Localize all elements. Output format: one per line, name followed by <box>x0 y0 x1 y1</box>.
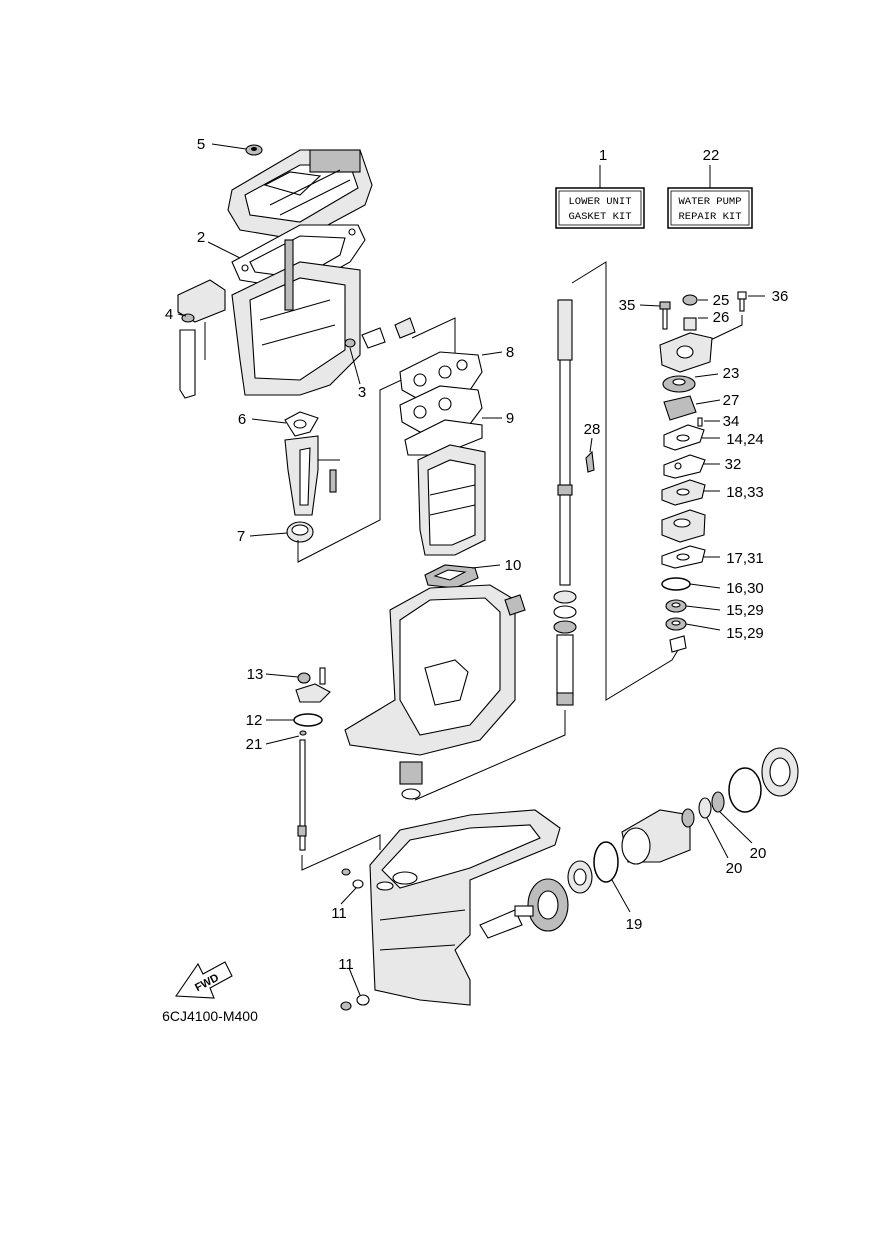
callout-27[interactable]: 27 <box>723 392 740 409</box>
callout-20-upper[interactable]: 20 <box>750 845 767 862</box>
callout-23[interactable]: 23 <box>723 365 740 382</box>
water-pump-repair-kit-box[interactable]: WATER PUMP REPAIR KIT <box>667 187 753 229</box>
callout-4[interactable]: 4 <box>165 306 173 323</box>
kit-1-line2: GASKET KIT <box>568 211 631 223</box>
part-35-bolt[interactable] <box>659 301 671 330</box>
pump-lower-sleeve <box>669 635 687 653</box>
part-20-seal-a[interactable] <box>698 797 712 819</box>
part-28-pin[interactable] <box>585 450 595 473</box>
part-11-plug-upper[interactable] <box>341 868 364 889</box>
callout-3[interactable]: 3 <box>358 384 366 401</box>
part-11-plug-lower[interactable] <box>340 994 370 1011</box>
part-13-cap[interactable] <box>295 667 331 703</box>
part-14-24-plate[interactable] <box>663 424 705 451</box>
retaining-ring <box>728 767 762 813</box>
callout-26[interactable]: 26 <box>713 309 730 326</box>
fwd-arrow: FWD <box>174 961 233 999</box>
forward-gear <box>514 878 569 932</box>
callout-16-30[interactable]: 16,30 <box>726 580 764 597</box>
callout-1[interactable]: 1 <box>599 147 607 164</box>
part-5-cap[interactable] <box>245 144 263 156</box>
part-12-o-ring[interactable] <box>293 713 323 727</box>
upper-casing-body <box>231 239 361 396</box>
pump-base <box>661 509 706 543</box>
part-32-gasket[interactable] <box>663 454 706 479</box>
part-3-fitting[interactable] <box>344 317 416 349</box>
part-16-30-o-ring[interactable] <box>661 577 691 591</box>
callout-34[interactable]: 34 <box>723 413 740 430</box>
callout-25[interactable]: 25 <box>713 292 730 309</box>
part-17-31-gasket[interactable] <box>661 545 706 569</box>
callout-5[interactable]: 5 <box>197 136 205 153</box>
part-26-tube[interactable] <box>683 317 697 331</box>
callout-36[interactable]: 36 <box>772 288 789 305</box>
part-34-key[interactable] <box>697 417 703 427</box>
exhaust-guide-block <box>417 444 486 556</box>
callout-8[interactable]: 8 <box>506 344 514 361</box>
callout-14-24[interactable]: 14,24 <box>726 431 764 448</box>
callout-28[interactable]: 28 <box>584 421 601 438</box>
callout-11-lower[interactable]: 11 <box>338 956 354 973</box>
forward-bearing <box>567 860 593 894</box>
lower-gear-case <box>369 809 561 1006</box>
callout-32[interactable]: 32 <box>725 456 742 473</box>
part-10-seal[interactable] <box>424 564 479 589</box>
callout-12[interactable]: 12 <box>246 712 263 729</box>
part-15-29-seal-a[interactable] <box>665 599 687 613</box>
callout-15-29-b[interactable]: 15,29 <box>726 625 764 642</box>
part-2-gasket[interactable] <box>231 224 366 291</box>
lower-unit-gasket-kit-box[interactable]: LOWER UNIT GASKET KIT <box>555 187 645 229</box>
part-36-bolt[interactable] <box>737 291 747 312</box>
bearing-housing <box>621 808 695 865</box>
kit-22-line2: REPAIR KIT <box>678 211 741 223</box>
part-4-shift-linkage[interactable] <box>177 279 226 399</box>
part-20-seal-b[interactable] <box>711 791 725 813</box>
part-15-29-seal-b[interactable] <box>665 617 687 631</box>
part-21-shift-rod[interactable] <box>297 730 307 851</box>
part-18-33-plate[interactable] <box>661 479 706 506</box>
driveshaft-housing <box>344 584 526 756</box>
callout-19[interactable]: 19 <box>626 916 643 933</box>
ring-nut <box>761 747 799 797</box>
part-6-tube-gasket[interactable] <box>284 411 319 437</box>
upper-casing-top <box>227 149 373 241</box>
callout-2[interactable]: 2 <box>197 229 205 246</box>
callout-6[interactable]: 6 <box>238 411 246 428</box>
diagram-code: 6CJ4100-M400 <box>162 1008 258 1024</box>
callout-35[interactable]: 35 <box>619 297 636 314</box>
part-27-impeller[interactable] <box>663 395 697 421</box>
callout-21[interactable]: 21 <box>246 736 263 753</box>
callout-13[interactable]: 13 <box>247 666 264 683</box>
callout-7[interactable]: 7 <box>237 528 245 545</box>
kit-1-line1: LOWER UNIT <box>568 196 631 208</box>
callout-22[interactable]: 22 <box>703 147 720 164</box>
part-19-o-ring[interactable] <box>593 841 619 883</box>
callout-18-33[interactable]: 18,33 <box>726 484 764 501</box>
callout-15-29-a[interactable]: 15,29 <box>726 602 764 619</box>
exhaust-tube <box>284 435 340 516</box>
part-9-gasket[interactable] <box>399 385 483 456</box>
water-pump-lower-parts <box>399 761 423 800</box>
part-7-seal[interactable] <box>286 521 314 543</box>
callout-9[interactable]: 9 <box>506 410 514 427</box>
kit-22-line1: WATER PUMP <box>678 196 741 208</box>
callout-20-lower[interactable]: 20 <box>726 860 743 877</box>
driveshaft <box>557 299 573 586</box>
part-23-insert[interactable] <box>662 375 696 393</box>
part-25-grommet[interactable] <box>682 294 698 306</box>
driveshaft-bearings <box>553 590 577 706</box>
callout-17-31[interactable]: 17,31 <box>726 550 764 567</box>
pump-housing <box>659 332 713 373</box>
callout-11-upper[interactable]: 11 <box>331 905 347 922</box>
callout-10[interactable]: 10 <box>505 557 522 574</box>
